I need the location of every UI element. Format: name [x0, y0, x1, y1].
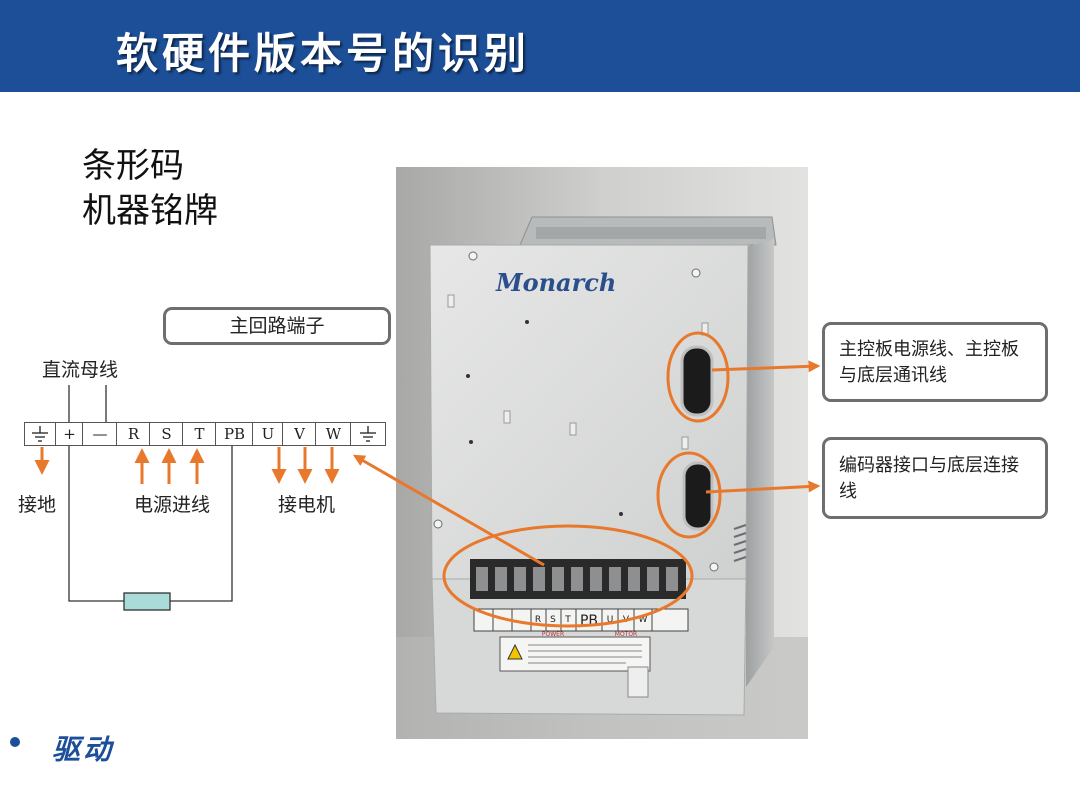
- screw-icon: [468, 251, 478, 261]
- ground-terminal-right: [350, 423, 386, 445]
- highlight-terminal-block: [442, 524, 694, 628]
- heading-barcode: 条形码: [82, 146, 184, 186]
- screw-icon: [709, 562, 719, 572]
- footer-bullet: [10, 737, 20, 747]
- terminal-screws: [476, 567, 678, 591]
- leader-control-board: [711, 360, 821, 373]
- heading-nameplate: 机器铭牌: [82, 191, 218, 231]
- brand-logo-text: Monarch: [495, 268, 616, 297]
- motor-label: 接电机: [278, 494, 336, 516]
- screw-icon: [433, 519, 443, 529]
- standoff: [447, 294, 455, 308]
- strip-label-s: S: [550, 615, 556, 625]
- ground-icon: [360, 426, 376, 442]
- drive-photo: Monarch R S T PB U V W POWER MOTOR: [396, 167, 808, 739]
- warning-triangle-icon: [507, 643, 523, 660]
- highlight-upper-slot: [666, 331, 730, 423]
- braking-resistor: [123, 592, 171, 611]
- terminal-s: S: [149, 423, 183, 445]
- ground-label: 接地: [18, 494, 57, 516]
- footer-label: 驱动: [52, 733, 115, 766]
- terminal-plus: +: [55, 423, 83, 445]
- title-bar: [0, 0, 1080, 92]
- nameplate-tab: [627, 666, 649, 698]
- dc-bus-label: 直流母线: [42, 359, 119, 381]
- terminal-strip: + — R S T PB U V W: [24, 422, 386, 446]
- terminal-r: R: [116, 423, 150, 445]
- standoff: [569, 422, 577, 436]
- terminal-u: U: [252, 423, 283, 445]
- terminal-wiring-diagram: [34, 385, 340, 611]
- callout-control-board-cables: 主控板电源线、主控板与底层通讯线: [822, 322, 1048, 402]
- standoff: [681, 436, 689, 450]
- warning-label: [499, 636, 651, 672]
- terminal-w: W: [315, 423, 351, 445]
- cable-slot-upper: [680, 345, 714, 417]
- main-terminal-label: 主回路端子: [229, 315, 325, 337]
- brand-logo: Monarch: [495, 268, 616, 297]
- strip-label-r: R: [535, 615, 541, 625]
- terminal-v: V: [282, 423, 316, 445]
- highlight-lower-slot: [656, 451, 722, 539]
- heatsink-fins: [536, 227, 766, 239]
- leader-terminal-diagram: [352, 454, 545, 567]
- callout-encoder-text: 编码器接口与底层连接线: [839, 455, 1019, 502]
- terminal-t: T: [182, 423, 216, 445]
- resistor-wire-right: [170, 446, 233, 602]
- callout-encoder-interface: 编码器接口与底层连接线: [822, 437, 1048, 519]
- leader-encoder: [705, 480, 821, 494]
- standoff: [503, 410, 511, 424]
- strip-label-u: U: [607, 615, 614, 625]
- side-vents: [733, 524, 747, 562]
- cable-slot-lower: [682, 461, 714, 531]
- power-input-label: 电源进线: [134, 494, 211, 516]
- strip-label-t: T: [564, 615, 571, 625]
- resistor-wire-left: [68, 446, 124, 602]
- strip-label-w: W: [639, 615, 648, 625]
- drive-side: [746, 239, 774, 687]
- ground-icon: [32, 426, 48, 442]
- strip-label-motor: MOTOR: [615, 631, 637, 638]
- slide-title: 软硬件版本号的识别: [116, 29, 531, 78]
- main-terminal-label-box: 主回路端子: [163, 307, 391, 345]
- terminal-pb: PB: [215, 423, 253, 445]
- callout-control-board-text: 主控板电源线、主控板与底层通讯线: [839, 339, 1019, 386]
- terminal-minus: —: [82, 423, 117, 445]
- ground-terminal-left: [25, 423, 55, 445]
- screw-icon: [691, 268, 701, 278]
- strip-label-power: POWER: [542, 631, 564, 638]
